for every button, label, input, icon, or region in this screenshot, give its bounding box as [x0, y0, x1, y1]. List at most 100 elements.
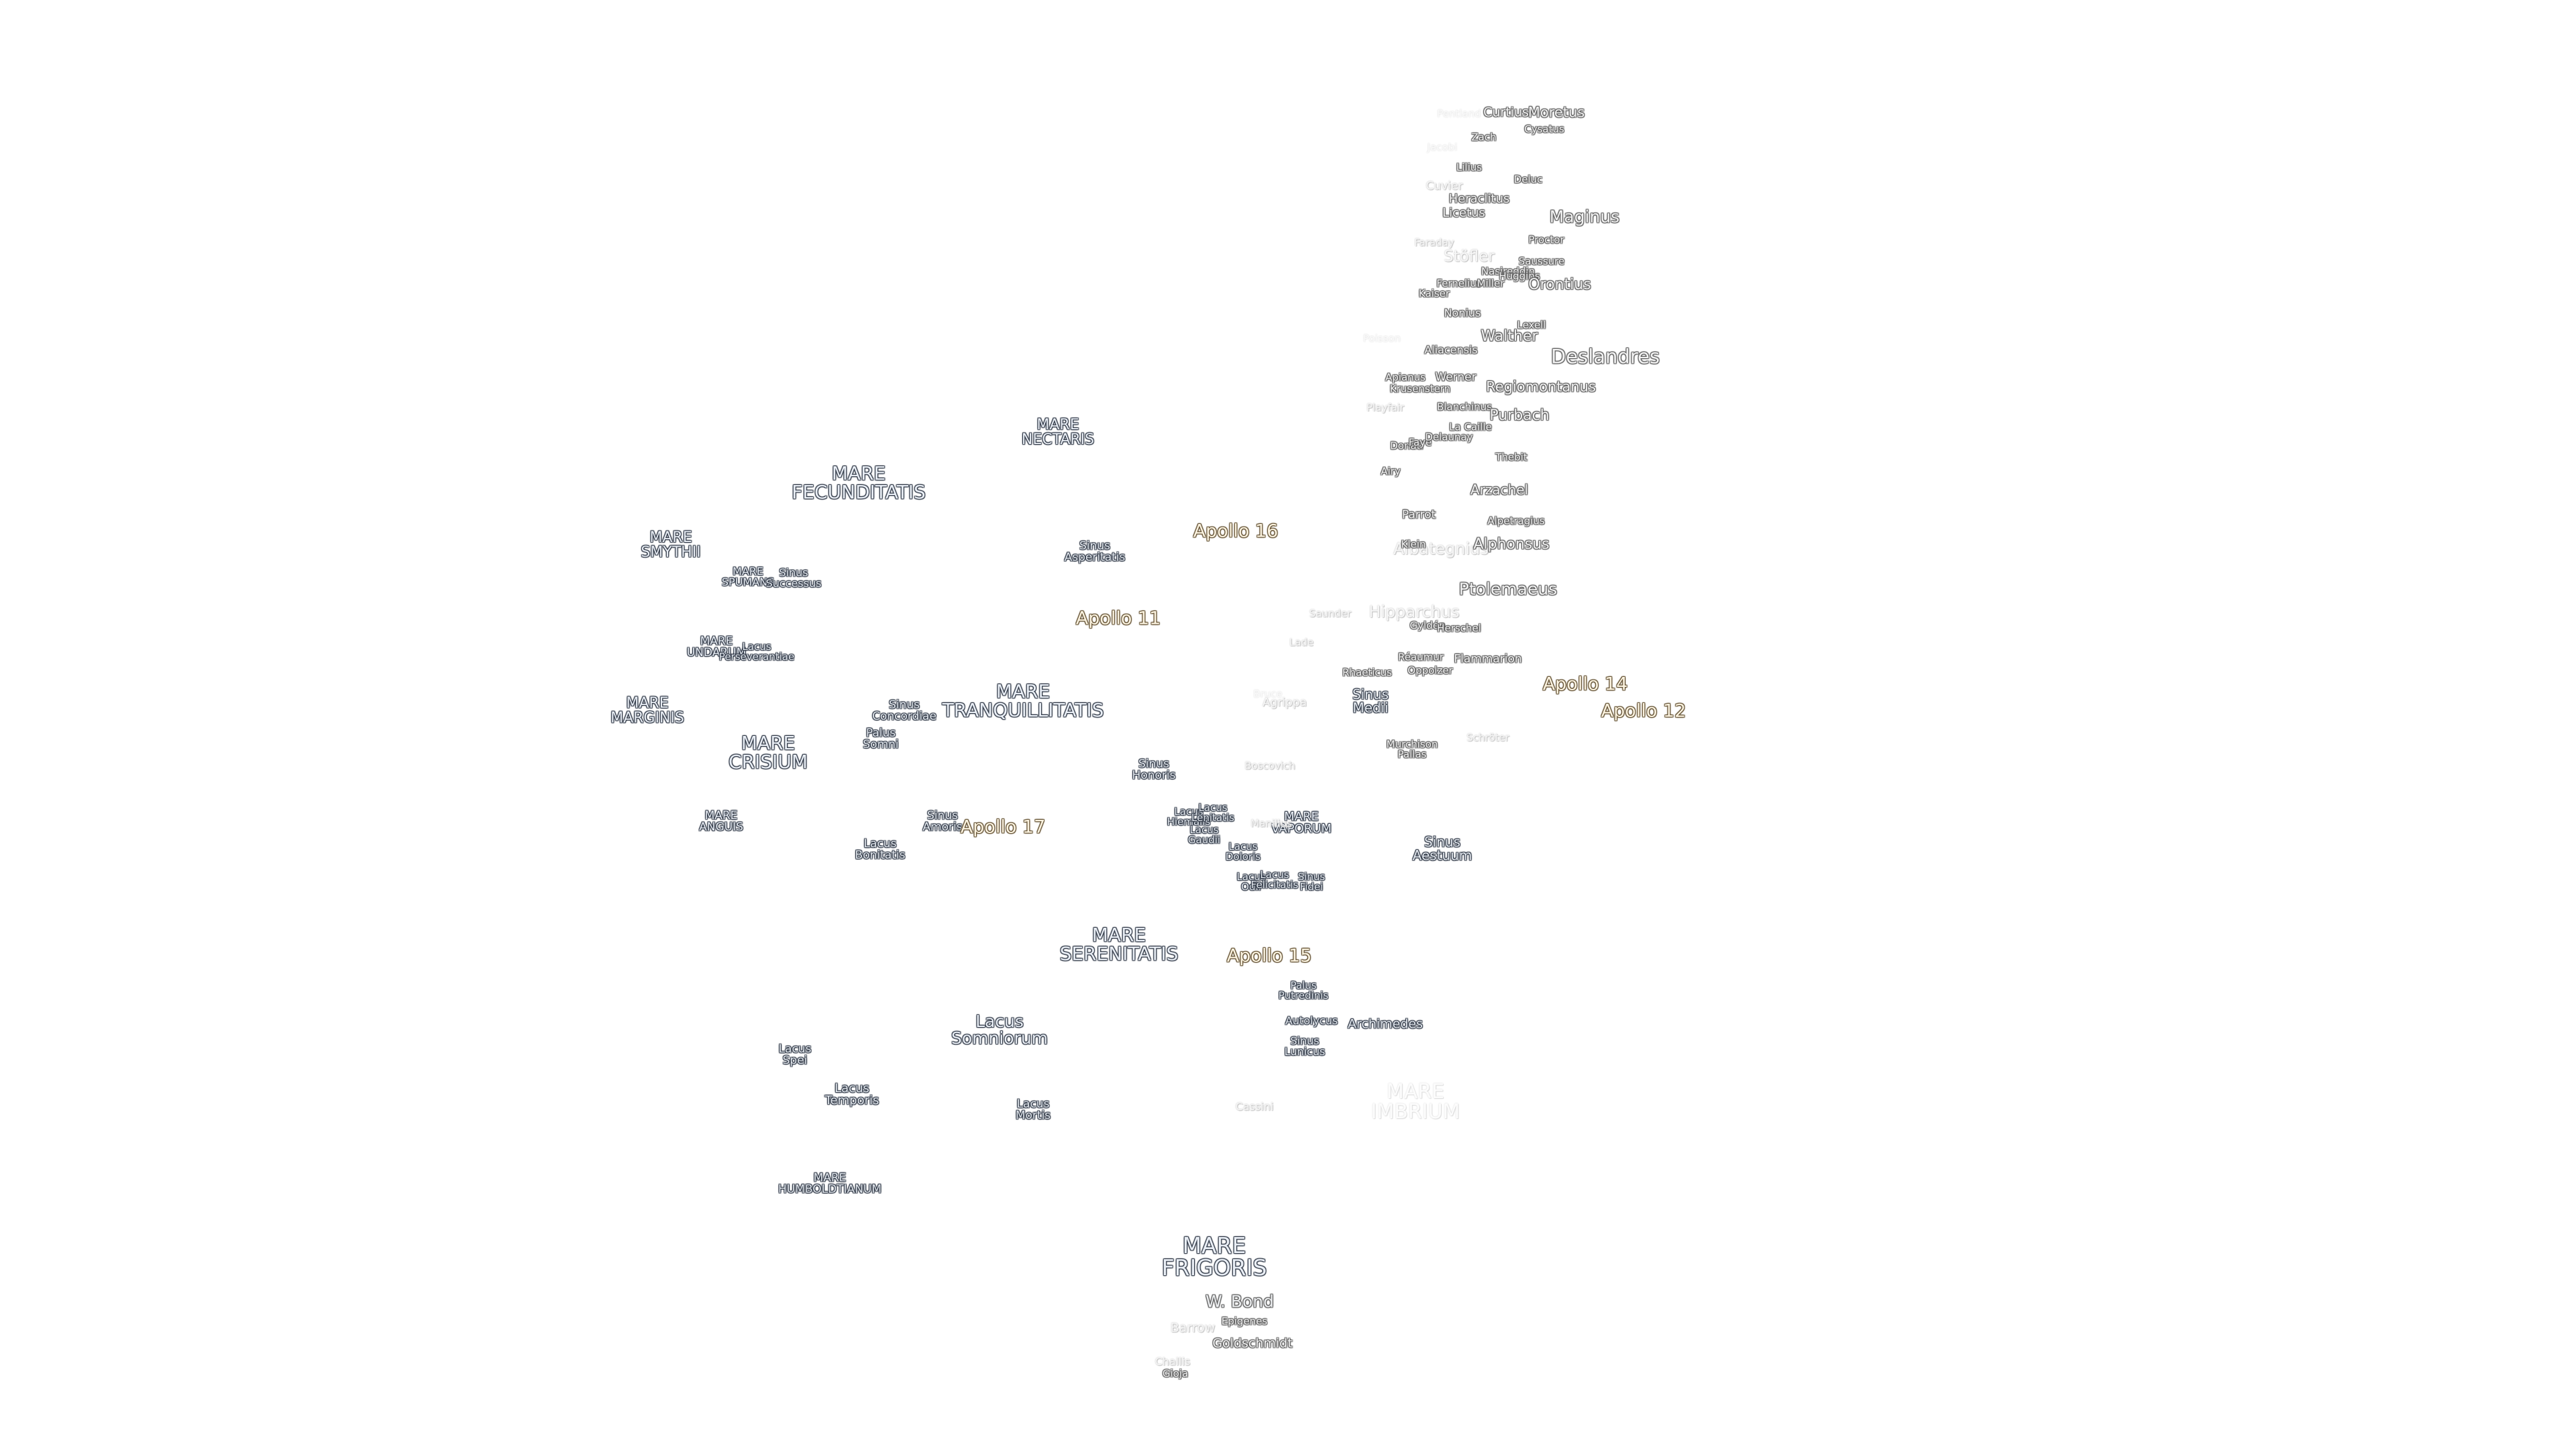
- label-sinus-fidei[interactable]: Sinus Fidei: [1297, 871, 1326, 893]
- label-flammarion[interactable]: Flammarion: [1454, 652, 1522, 666]
- label-klein[interactable]: Klein: [1401, 538, 1426, 551]
- label-zach[interactable]: Zach: [1471, 131, 1497, 144]
- label-poisson[interactable]: Poisson: [1362, 332, 1401, 345]
- label-apollo-14[interactable]: Apollo 14: [1542, 674, 1628, 695]
- label-huggins[interactable]: Huggins: [1499, 270, 1540, 282]
- label-barrow[interactable]: Barrow: [1170, 1320, 1216, 1336]
- label-agrippa[interactable]: Agrippa: [1262, 696, 1307, 710]
- label-moretus[interactable]: Moretus: [1527, 104, 1585, 121]
- label-sinus-medii[interactable]: Sinus Medii: [1352, 686, 1389, 716]
- label-krusenstern[interactable]: Krusenstern: [1389, 382, 1451, 395]
- label-curtius[interactable]: Curtius: [1483, 105, 1529, 120]
- label-apollo-17[interactable]: Apollo 17: [960, 816, 1046, 838]
- label-boscovich[interactable]: Boscovich: [1244, 759, 1295, 772]
- label-sinus-lunicus[interactable]: Sinus Lunicus: [1284, 1034, 1326, 1058]
- label-alphonsus[interactable]: Alphonsus: [1473, 536, 1550, 553]
- label-mare-marginis[interactable]: MARE MARGINIS: [610, 695, 684, 727]
- label-mare-crisium[interactable]: MARE CRISIUM: [729, 732, 808, 773]
- label-lacus-temporis[interactable]: Lacus Temporis: [824, 1081, 879, 1108]
- label-lacus-spei[interactable]: Lacus Spei: [778, 1042, 812, 1067]
- label-challis[interactable]: Challis: [1155, 1355, 1191, 1368]
- label-albategnius[interactable]: Albategnius: [1393, 539, 1489, 558]
- label-mare-nectaris[interactable]: MARE NECTARIS: [1021, 417, 1095, 448]
- label-faye[interactable]: Faye: [1408, 436, 1432, 449]
- label-ptolemaeus[interactable]: Ptolemaeus: [1458, 579, 1558, 599]
- label-mare-frigoris[interactable]: MARE FRIGORIS: [1161, 1232, 1267, 1281]
- label-lacus-lenitatis[interactable]: Lacus Lenitatis: [1191, 802, 1234, 824]
- label-saunder[interactable]: Saunder: [1309, 607, 1352, 620]
- label-mare-serenitatis[interactable]: MARE SERENITATIS: [1059, 924, 1179, 965]
- label-airy[interactable]: Airy: [1381, 465, 1401, 478]
- label-schroter[interactable]: Schröter: [1466, 731, 1509, 744]
- label-purbach[interactable]: Purbach: [1489, 407, 1550, 424]
- label-murchison[interactable]: Murchison: [1386, 738, 1438, 751]
- label-reaumur[interactable]: Réaumur: [1398, 651, 1444, 663]
- label-blanchinus[interactable]: Blanchinus: [1437, 400, 1492, 413]
- label-apollo-12[interactable]: Apollo 12: [1601, 700, 1686, 722]
- label-lexell[interactable]: Lexell: [1517, 319, 1546, 331]
- label-sinus-successus[interactable]: Sinus Successus: [765, 566, 822, 590]
- label-miller[interactable]: Miller: [1477, 277, 1505, 290]
- label-kaiser[interactable]: Kaiser: [1418, 287, 1450, 300]
- label-pentland[interactable]: Pentland: [1437, 107, 1481, 120]
- label-mare-anguis[interactable]: MARE ANGUIS: [699, 809, 743, 834]
- label-proctor[interactable]: Proctor: [1528, 233, 1564, 246]
- label-jacobi[interactable]: Jacobi: [1427, 141, 1458, 154]
- label-goldschmidt[interactable]: Goldschmidt: [1212, 1336, 1293, 1351]
- label-cysatus[interactable]: Cysatus: [1524, 123, 1564, 136]
- label-cassini[interactable]: Cassini: [1235, 1100, 1274, 1113]
- label-mare-smythii[interactable]: MARE SMYTHII: [641, 529, 701, 561]
- label-saussure[interactable]: Saussure: [1518, 255, 1565, 268]
- label-palus-somni[interactable]: Palus Somni: [863, 727, 899, 751]
- label-w-bond[interactable]: W. Bond: [1205, 1291, 1274, 1311]
- label-licetus[interactable]: Licetus: [1442, 206, 1485, 220]
- label-sinus-amoris[interactable]: Sinus Amoris: [922, 809, 963, 834]
- label-stofler[interactable]: Stöfler: [1444, 248, 1495, 266]
- label-deslandres[interactable]: Deslandres: [1550, 345, 1660, 368]
- label-cuvier[interactable]: Cuvier: [1426, 179, 1463, 193]
- label-parrot[interactable]: Parrot: [1401, 508, 1436, 522]
- label-mare-fecunditatis[interactable]: MARE FECUNDITATIS: [792, 462, 926, 503]
- label-lacus-odii[interactable]: Lacus Odii: [1236, 871, 1266, 893]
- label-lilius[interactable]: Lilius: [1456, 161, 1483, 174]
- label-heraclitus[interactable]: Heraclitus: [1448, 192, 1510, 206]
- label-mare-imbrium[interactable]: MARE IMBRIUM: [1371, 1080, 1460, 1124]
- label-sinus-honoris[interactable]: Sinus Honoris: [1132, 757, 1176, 782]
- label-apollo-11[interactable]: Apollo 11: [1075, 608, 1161, 629]
- label-mare-tranquillitatis[interactable]: MARE TRANQUILLITATIS: [942, 680, 1104, 721]
- label-apianus[interactable]: Apianus: [1385, 371, 1426, 384]
- label-sinus-aestuum[interactable]: Sinus Aestuum: [1412, 834, 1472, 863]
- label-archimedes[interactable]: Archimedes: [1347, 1016, 1424, 1032]
- label-hipparchus[interactable]: Hipparchus: [1368, 602, 1460, 621]
- label-bruce[interactable]: Bruce: [1253, 688, 1283, 700]
- label-herschel[interactable]: Herschel: [1437, 622, 1481, 635]
- label-gioja[interactable]: Gioja: [1162, 1367, 1189, 1380]
- label-lacus-gaudii[interactable]: Lacus Gaudii: [1187, 824, 1221, 846]
- label-arzachel[interactable]: Arzachel: [1470, 482, 1529, 498]
- label-epigenes[interactable]: Epigenes: [1221, 1315, 1268, 1328]
- label-rhaeticus[interactable]: Rhaeticus: [1342, 666, 1392, 679]
- label-autolycus[interactable]: Autolycus: [1285, 1014, 1338, 1027]
- label-pallas[interactable]: Pallas: [1397, 748, 1427, 761]
- label-mare-vaporum[interactable]: MARE VAPORUM: [1271, 810, 1332, 836]
- label-oppolzer[interactable]: Oppolzer: [1407, 664, 1453, 677]
- label-maginus[interactable]: Maginus: [1549, 207, 1620, 227]
- label-aliacensis[interactable]: Aliacensis: [1424, 343, 1478, 356]
- label-donati[interactable]: Donati: [1390, 439, 1424, 452]
- label-la-caille[interactable]: La Caille: [1449, 421, 1492, 433]
- label-sinus-concordiae[interactable]: Sinus Concordiae: [872, 698, 936, 723]
- label-sinus-asperitatis[interactable]: Sinus Asperitatis: [1064, 539, 1126, 564]
- label-walther[interactable]: Walther: [1481, 328, 1538, 345]
- label-lacus-hiemalis[interactable]: Lacus Hiemalis: [1167, 806, 1211, 828]
- label-gylden[interactable]: Gyldén: [1409, 619, 1446, 632]
- label-lacus-somniorum[interactable]: Lacus Somniorum: [951, 1012, 1049, 1048]
- label-faraday[interactable]: Faraday: [1414, 236, 1454, 249]
- label-fernelius[interactable]: Fernelius: [1436, 277, 1482, 290]
- label-thebit[interactable]: Thebit: [1495, 451, 1527, 464]
- label-lade[interactable]: Lade: [1289, 636, 1314, 649]
- label-nonius[interactable]: Nonius: [1444, 307, 1481, 319]
- label-lacus-perseverantiae[interactable]: Lacus Perseverantiae: [718, 641, 795, 663]
- label-apollo-16[interactable]: Apollo 16: [1193, 521, 1279, 542]
- label-lacus-doloris[interactable]: Lacus Doloris: [1225, 841, 1261, 863]
